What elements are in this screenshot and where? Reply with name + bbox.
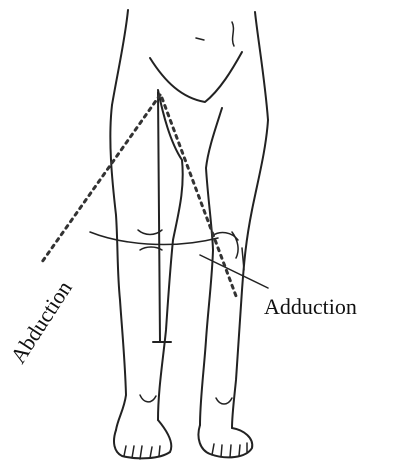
left-leg-outline <box>200 108 268 428</box>
vertical-reference-line <box>158 92 160 342</box>
adduction-label: Adduction <box>264 294 357 319</box>
dashed-lines <box>42 95 236 296</box>
pelvis-outline <box>112 10 268 120</box>
right-foot <box>114 420 171 459</box>
left-foot <box>198 425 252 457</box>
abduction-dashed-line <box>42 95 160 262</box>
adduction-dashed-line <box>162 98 236 296</box>
right-leg-outline <box>110 90 182 430</box>
abduction-label: Abduction <box>5 276 77 368</box>
